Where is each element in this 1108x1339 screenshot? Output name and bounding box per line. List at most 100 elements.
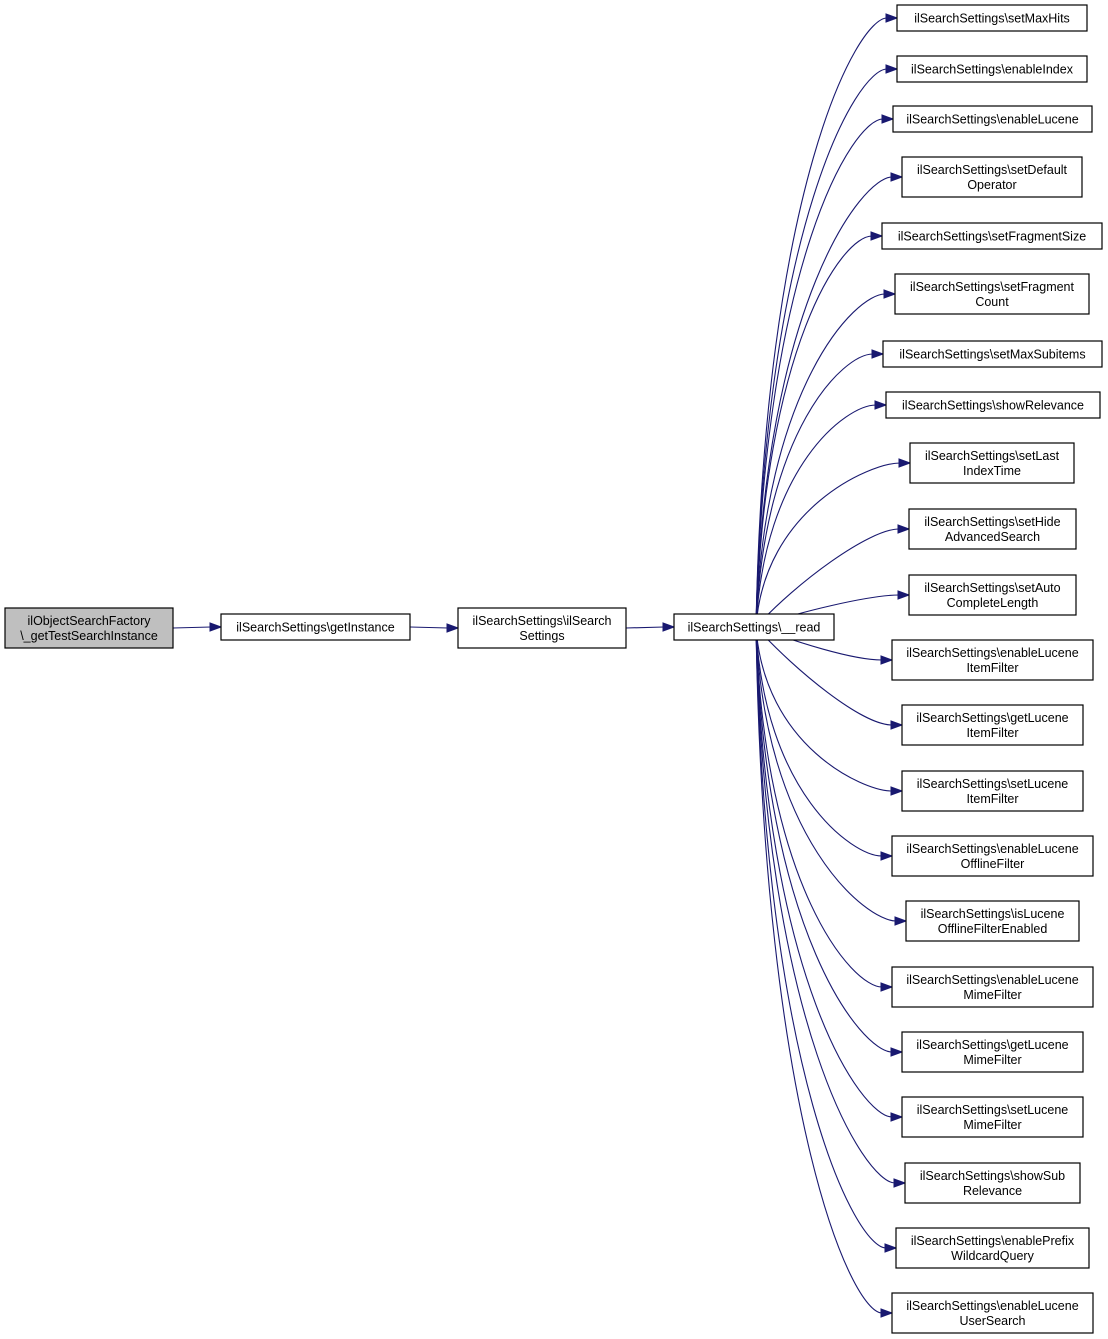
node-box[interactable] (905, 900, 1080, 942)
edge (755, 524, 911, 628)
node-label-line: \_getTestSearchInstance (20, 629, 158, 643)
node-n2[interactable]: ilSearchSettings\ilSearchSettings (457, 607, 627, 649)
node-t14[interactable]: ilSearchSettings\enableLuceneOfflineFilt… (891, 835, 1094, 877)
node-label-line: CompleteLength (947, 596, 1039, 610)
node-label-line: ilSearchSettings\getInstance (236, 621, 394, 635)
edge (755, 231, 884, 628)
edge (755, 626, 894, 861)
edge-line (755, 626, 883, 1314)
edge-arrowhead (885, 64, 899, 74)
node-box[interactable] (891, 639, 1094, 681)
node-box[interactable] (894, 273, 1090, 315)
node-box[interactable] (220, 613, 411, 641)
node-label-line: ilSearchSettings\enableLucene (906, 1299, 1078, 1313)
node-box[interactable] (901, 1096, 1084, 1138)
node-t6[interactable]: ilSearchSettings\setMaxSubitems (882, 340, 1103, 368)
edge-arrowhead (897, 590, 911, 600)
edge-arrowhead (890, 172, 904, 182)
node-box[interactable] (909, 442, 1075, 484)
node-t0[interactable]: ilSearchSettings\setMaxHits (896, 4, 1088, 32)
node-box[interactable] (901, 156, 1083, 198)
node-box[interactable] (895, 1227, 1090, 1269)
node-label-line: ilSearchSettings\__read (688, 621, 821, 635)
node-label-line: ilSearchSettings\setHide (924, 515, 1060, 529)
node-box[interactable] (457, 607, 627, 649)
node-t20[interactable]: ilSearchSettings\enablePrefixWildcardQue… (895, 1227, 1090, 1269)
edge-line (755, 528, 900, 628)
node-box[interactable] (901, 1031, 1084, 1073)
node-box[interactable] (896, 55, 1088, 83)
edge-line (409, 626, 449, 629)
node-label-line: AdvancedSearch (945, 530, 1040, 544)
node-box[interactable] (881, 222, 1103, 250)
node-t4[interactable]: ilSearchSettings\setFragmentSize (881, 222, 1103, 250)
edge (755, 349, 885, 628)
edge (755, 626, 898, 1253)
node-label-line: MimeFilter (963, 988, 1021, 1002)
node-label-line: Settings (519, 629, 564, 643)
node-label-line: MimeFilter (963, 1053, 1021, 1067)
node-t7[interactable]: ilSearchSettings\showRelevance (885, 391, 1101, 419)
node-box[interactable] (885, 391, 1101, 419)
edge-arrowhead (880, 982, 894, 992)
node-label-line: ilObjectSearchFactory (28, 614, 152, 628)
node-box[interactable] (908, 574, 1077, 616)
node-label-line: ItemFilter (966, 792, 1018, 806)
node-t15[interactable]: ilSearchSettings\isLuceneOfflineFilterEn… (905, 900, 1080, 942)
node-label-line: ilSearchSettings\showRelevance (902, 399, 1084, 413)
node-label-line: OfflineFilterEnabled (938, 922, 1048, 936)
node-label-line: Count (975, 295, 1009, 309)
node-label-line: IndexTime (963, 464, 1021, 478)
node-n1[interactable]: ilSearchSettings\getInstance (220, 613, 411, 641)
node-box[interactable] (901, 770, 1084, 812)
node-box[interactable] (904, 1162, 1081, 1204)
edge-line (755, 626, 883, 857)
edge-line (755, 626, 896, 1184)
node-n0[interactable]: ilObjectSearchFactory\_getTestSearchInst… (4, 607, 174, 649)
edge-line (755, 626, 893, 792)
edge-arrowhead (446, 623, 460, 633)
edge-arrowhead (890, 1112, 904, 1122)
edge (755, 626, 904, 730)
node-box[interactable] (892, 105, 1093, 133)
node-box[interactable] (882, 340, 1103, 368)
node-box[interactable] (891, 835, 1094, 877)
node-label-line: ilSearchSettings\isLucene (921, 907, 1065, 921)
node-box[interactable] (908, 508, 1077, 550)
edge-line (755, 118, 884, 628)
node-box[interactable] (4, 607, 174, 649)
node-t1[interactable]: ilSearchSettings\enableIndex (896, 55, 1088, 83)
edge-line (755, 404, 877, 628)
edge-arrowhead (890, 720, 904, 730)
edge-arrowhead (880, 1308, 894, 1318)
node-box[interactable] (891, 966, 1094, 1008)
node-label-line: ItemFilter (966, 726, 1018, 740)
node-n3[interactable]: ilSearchSettings\__read (673, 613, 835, 641)
node-label-line: ilSearchSettings\enableLucene (906, 113, 1078, 127)
edge (755, 172, 904, 628)
node-box[interactable] (901, 704, 1084, 746)
edge (755, 626, 904, 1122)
node-label-line: ilSearchSettings\setLucene (917, 777, 1069, 791)
node-box[interactable] (896, 4, 1088, 32)
edge-arrowhead (890, 1047, 904, 1057)
node-box[interactable] (673, 613, 835, 641)
node-box[interactable] (891, 1292, 1094, 1334)
node-label-line: ilSearchSettings\setMaxHits (914, 12, 1070, 26)
node-label-line: Relevance (963, 1184, 1022, 1198)
node-t2[interactable]: ilSearchSettings\enableLucene (892, 105, 1093, 133)
edge-line (755, 176, 893, 628)
